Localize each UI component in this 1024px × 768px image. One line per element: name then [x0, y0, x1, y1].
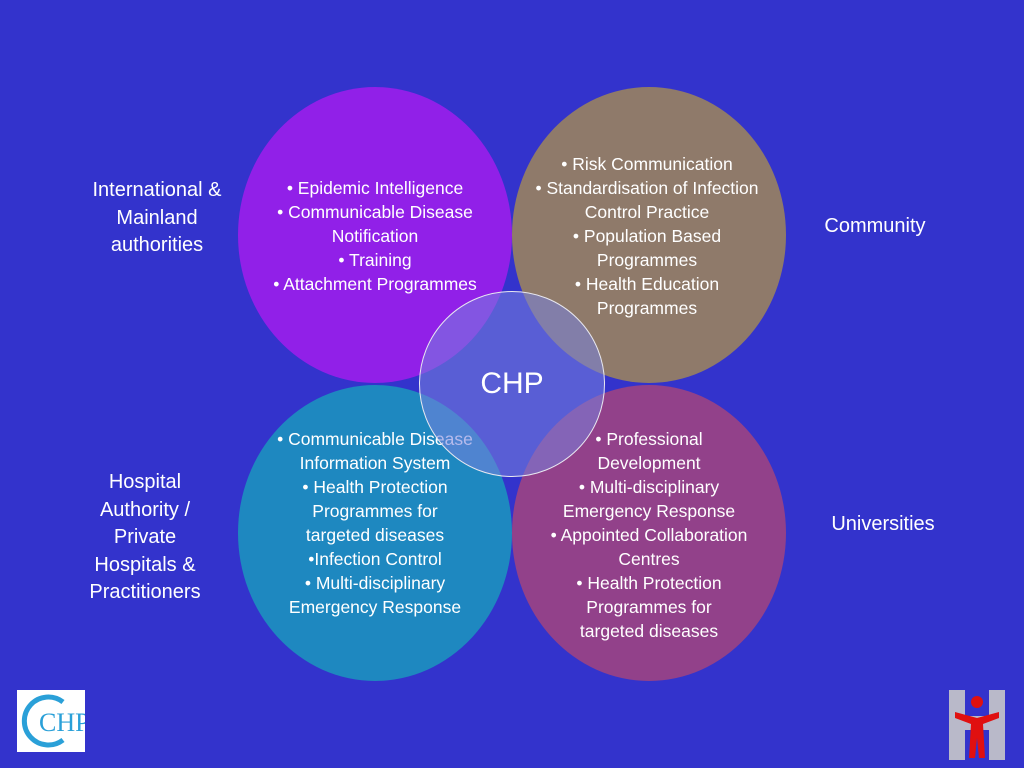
list-item: • Health Education Programmes: [574, 274, 720, 318]
list-item: • Health Protection Programmes for targe…: [302, 477, 448, 545]
list-item: • Communicable Disease Notification: [277, 202, 473, 246]
list-item: • Multi-disciplinary Emergency Response: [288, 573, 462, 617]
list-item: • Health Protection Programmes for targe…: [576, 573, 722, 641]
list-item: • Professional Development: [595, 429, 703, 473]
circle-top-left-list: • Epidemic Intelligence • Communicable D…: [238, 176, 512, 296]
side-label-top-left: International & Mainland authorities: [92, 179, 222, 256]
h-logo: H: [949, 690, 1005, 760]
list-item: • Attachment Programmes: [273, 274, 477, 294]
chp-logo-text: CHP: [39, 708, 85, 737]
list-item: • Population Based Programmes: [572, 226, 722, 270]
list-item: •Infection Control: [308, 549, 442, 569]
h-logo-text: H: [977, 755, 978, 757]
side-label-bottom-left: Hospital Authority / Private Hospitals &…: [89, 471, 201, 603]
center-label: CHP: [480, 367, 544, 400]
side-label-bottom-right: Universities: [831, 513, 935, 535]
circle-bottom-left-list: • Communicable Disease Information Syste…: [238, 427, 512, 619]
circle-bottom-right-list: • Professional Development • Multi-disci…: [512, 427, 786, 643]
list-item: • Standardisation of Infection Control P…: [535, 178, 759, 222]
list-item: • Training: [338, 250, 412, 270]
list-item: • Communicable Disease Information Syste…: [277, 429, 473, 473]
side-label-top-right: Community: [824, 215, 926, 237]
list-item: • Multi-disciplinary Emergency Response: [562, 477, 736, 521]
list-item: • Risk Communication: [561, 154, 733, 174]
chp-logo: CHP: [17, 690, 90, 752]
list-item: • Epidemic Intelligence: [286, 178, 464, 198]
circle-center: [419, 291, 605, 477]
list-item: • Appointed Collaboration Centres: [550, 525, 748, 569]
circle-top-right-list: • Risk Communication • Standardisation o…: [506, 152, 788, 320]
